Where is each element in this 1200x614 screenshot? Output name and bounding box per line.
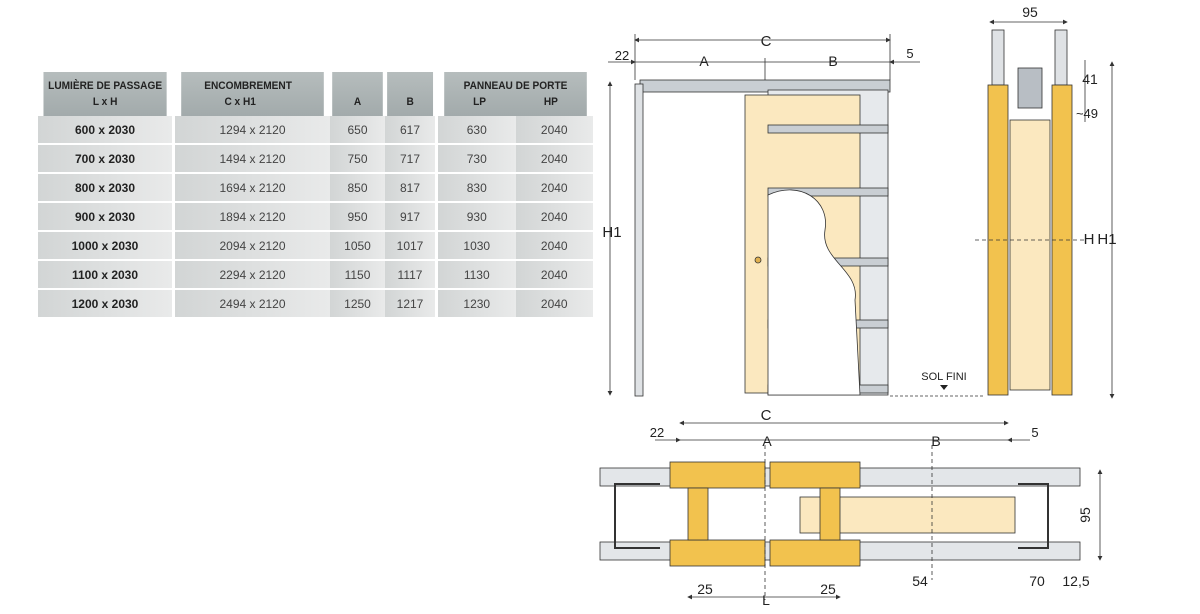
plan-dim-a: A	[762, 433, 772, 449]
cell-lp: 930	[438, 203, 516, 232]
plan-dim-25-left: 25	[697, 581, 713, 597]
cell-a: 1150	[330, 261, 385, 290]
cell-ch1: 1294 x 2120	[175, 116, 330, 145]
plan-view	[599, 420, 1103, 600]
dim-h1: H1	[602, 224, 621, 241]
dim-a: A	[699, 53, 709, 69]
section-view	[975, 19, 1115, 399]
header-label: L x H	[92, 96, 118, 108]
cell-hp: 2040	[515, 145, 593, 174]
dim-h1-section: H1	[1097, 231, 1116, 248]
cell-lh: 600 x 2030	[38, 116, 175, 145]
cell-ch1: 1894 x 2120	[175, 203, 330, 232]
cell-b: 1217	[385, 290, 438, 319]
plan-dim-c: C	[761, 407, 772, 424]
cell-lp: 630	[438, 116, 516, 145]
cell-lh: 1000 x 2030	[38, 232, 175, 261]
elevation-view	[607, 34, 985, 397]
cell-lh: 800 x 2030	[38, 174, 175, 203]
cell-a: 750	[330, 145, 385, 174]
cell-hp: 2040	[515, 290, 593, 319]
dim-49: ~49	[1076, 106, 1098, 121]
cell-ch1: 1494 x 2120	[175, 145, 330, 174]
cell-lp: 1230	[438, 290, 516, 319]
header-label: A	[353, 96, 362, 108]
header-a: A	[332, 72, 383, 116]
dim-5: 5	[906, 46, 913, 61]
cell-ch1: 2294 x 2120	[175, 261, 330, 290]
plan-dim-l: L	[762, 592, 770, 608]
cell-ch1: 1694 x 2120	[175, 174, 330, 203]
header-encombrement: ENCOMBREMENT C x H1	[181, 72, 324, 116]
dim-22: 22	[615, 48, 629, 63]
header-label: LP HP	[444, 94, 587, 110]
cell-a: 1250	[330, 290, 385, 319]
dimensions-table: LUMIÈRE DE PASSAGE L x H ENCOMBREMENT C x …	[38, 72, 593, 319]
dim-c: C	[761, 33, 772, 50]
cell-b: 917	[385, 203, 438, 232]
plan-dim-95: 95	[1077, 507, 1093, 523]
dim-41: 41	[1082, 71, 1098, 87]
header-label: PANNEAU DE PORTE	[463, 80, 568, 92]
dim-b: B	[828, 53, 837, 69]
cell-lp: 1130	[438, 261, 516, 290]
header-label: LUMIÈRE DE PASSAGE	[48, 80, 163, 92]
header-label: ENCOMBREMENT	[204, 80, 292, 92]
dim-95: 95	[1022, 4, 1038, 20]
cell-hp: 2040	[515, 116, 593, 145]
cell-ch1: 2094 x 2120	[175, 232, 330, 261]
cell-lp: 1030	[438, 232, 516, 261]
cell-a: 850	[330, 174, 385, 203]
cell-hp: 2040	[515, 261, 593, 290]
plan-dim-b: B	[931, 433, 940, 449]
header-hp: HP	[543, 96, 558, 108]
header-passage: LUMIÈRE DE PASSAGE L x H	[43, 72, 170, 116]
header-lp: LP	[473, 96, 486, 108]
cell-a: 1050	[330, 232, 385, 261]
floor-label: SOL FINI	[921, 371, 966, 383]
header-b: B	[387, 72, 436, 116]
cell-b: 1117	[385, 261, 438, 290]
dim-h: H	[1084, 231, 1095, 248]
cell-b: 617	[385, 116, 438, 145]
plan-dim-70: 70	[1029, 573, 1045, 589]
header-label: B	[406, 96, 414, 108]
plan-dim-5: 5	[1031, 425, 1038, 440]
plan-dim-12-5: 12,5	[1062, 573, 1089, 589]
cell-lh: 700 x 2030	[38, 145, 175, 174]
header-label: C x H1	[224, 96, 256, 108]
cell-hp: 2040	[515, 232, 593, 261]
plan-dim-54: 54	[912, 573, 928, 589]
cell-lp: 830	[438, 174, 516, 203]
cell-lh: 1100 x 2030	[38, 261, 175, 290]
plan-dim-25-right: 25	[820, 581, 836, 597]
cell-b: 717	[385, 145, 438, 174]
cell-a: 650	[330, 116, 385, 145]
plan-dim-22: 22	[650, 425, 664, 440]
cell-lh: 900 x 2030	[38, 203, 175, 232]
header-panneau: PANNEAU DE PORTE LP HP	[444, 72, 587, 116]
cell-ch1: 2494 x 2120	[175, 290, 330, 319]
cell-a: 950	[330, 203, 385, 232]
cell-lh: 1200 x 2030	[38, 290, 175, 319]
floor-arrow-icon	[940, 385, 948, 390]
cell-b: 1017	[385, 232, 438, 261]
cell-hp: 2040	[515, 174, 593, 203]
cell-b: 817	[385, 174, 438, 203]
cell-lp: 730	[438, 145, 516, 174]
cell-hp: 2040	[515, 203, 593, 232]
